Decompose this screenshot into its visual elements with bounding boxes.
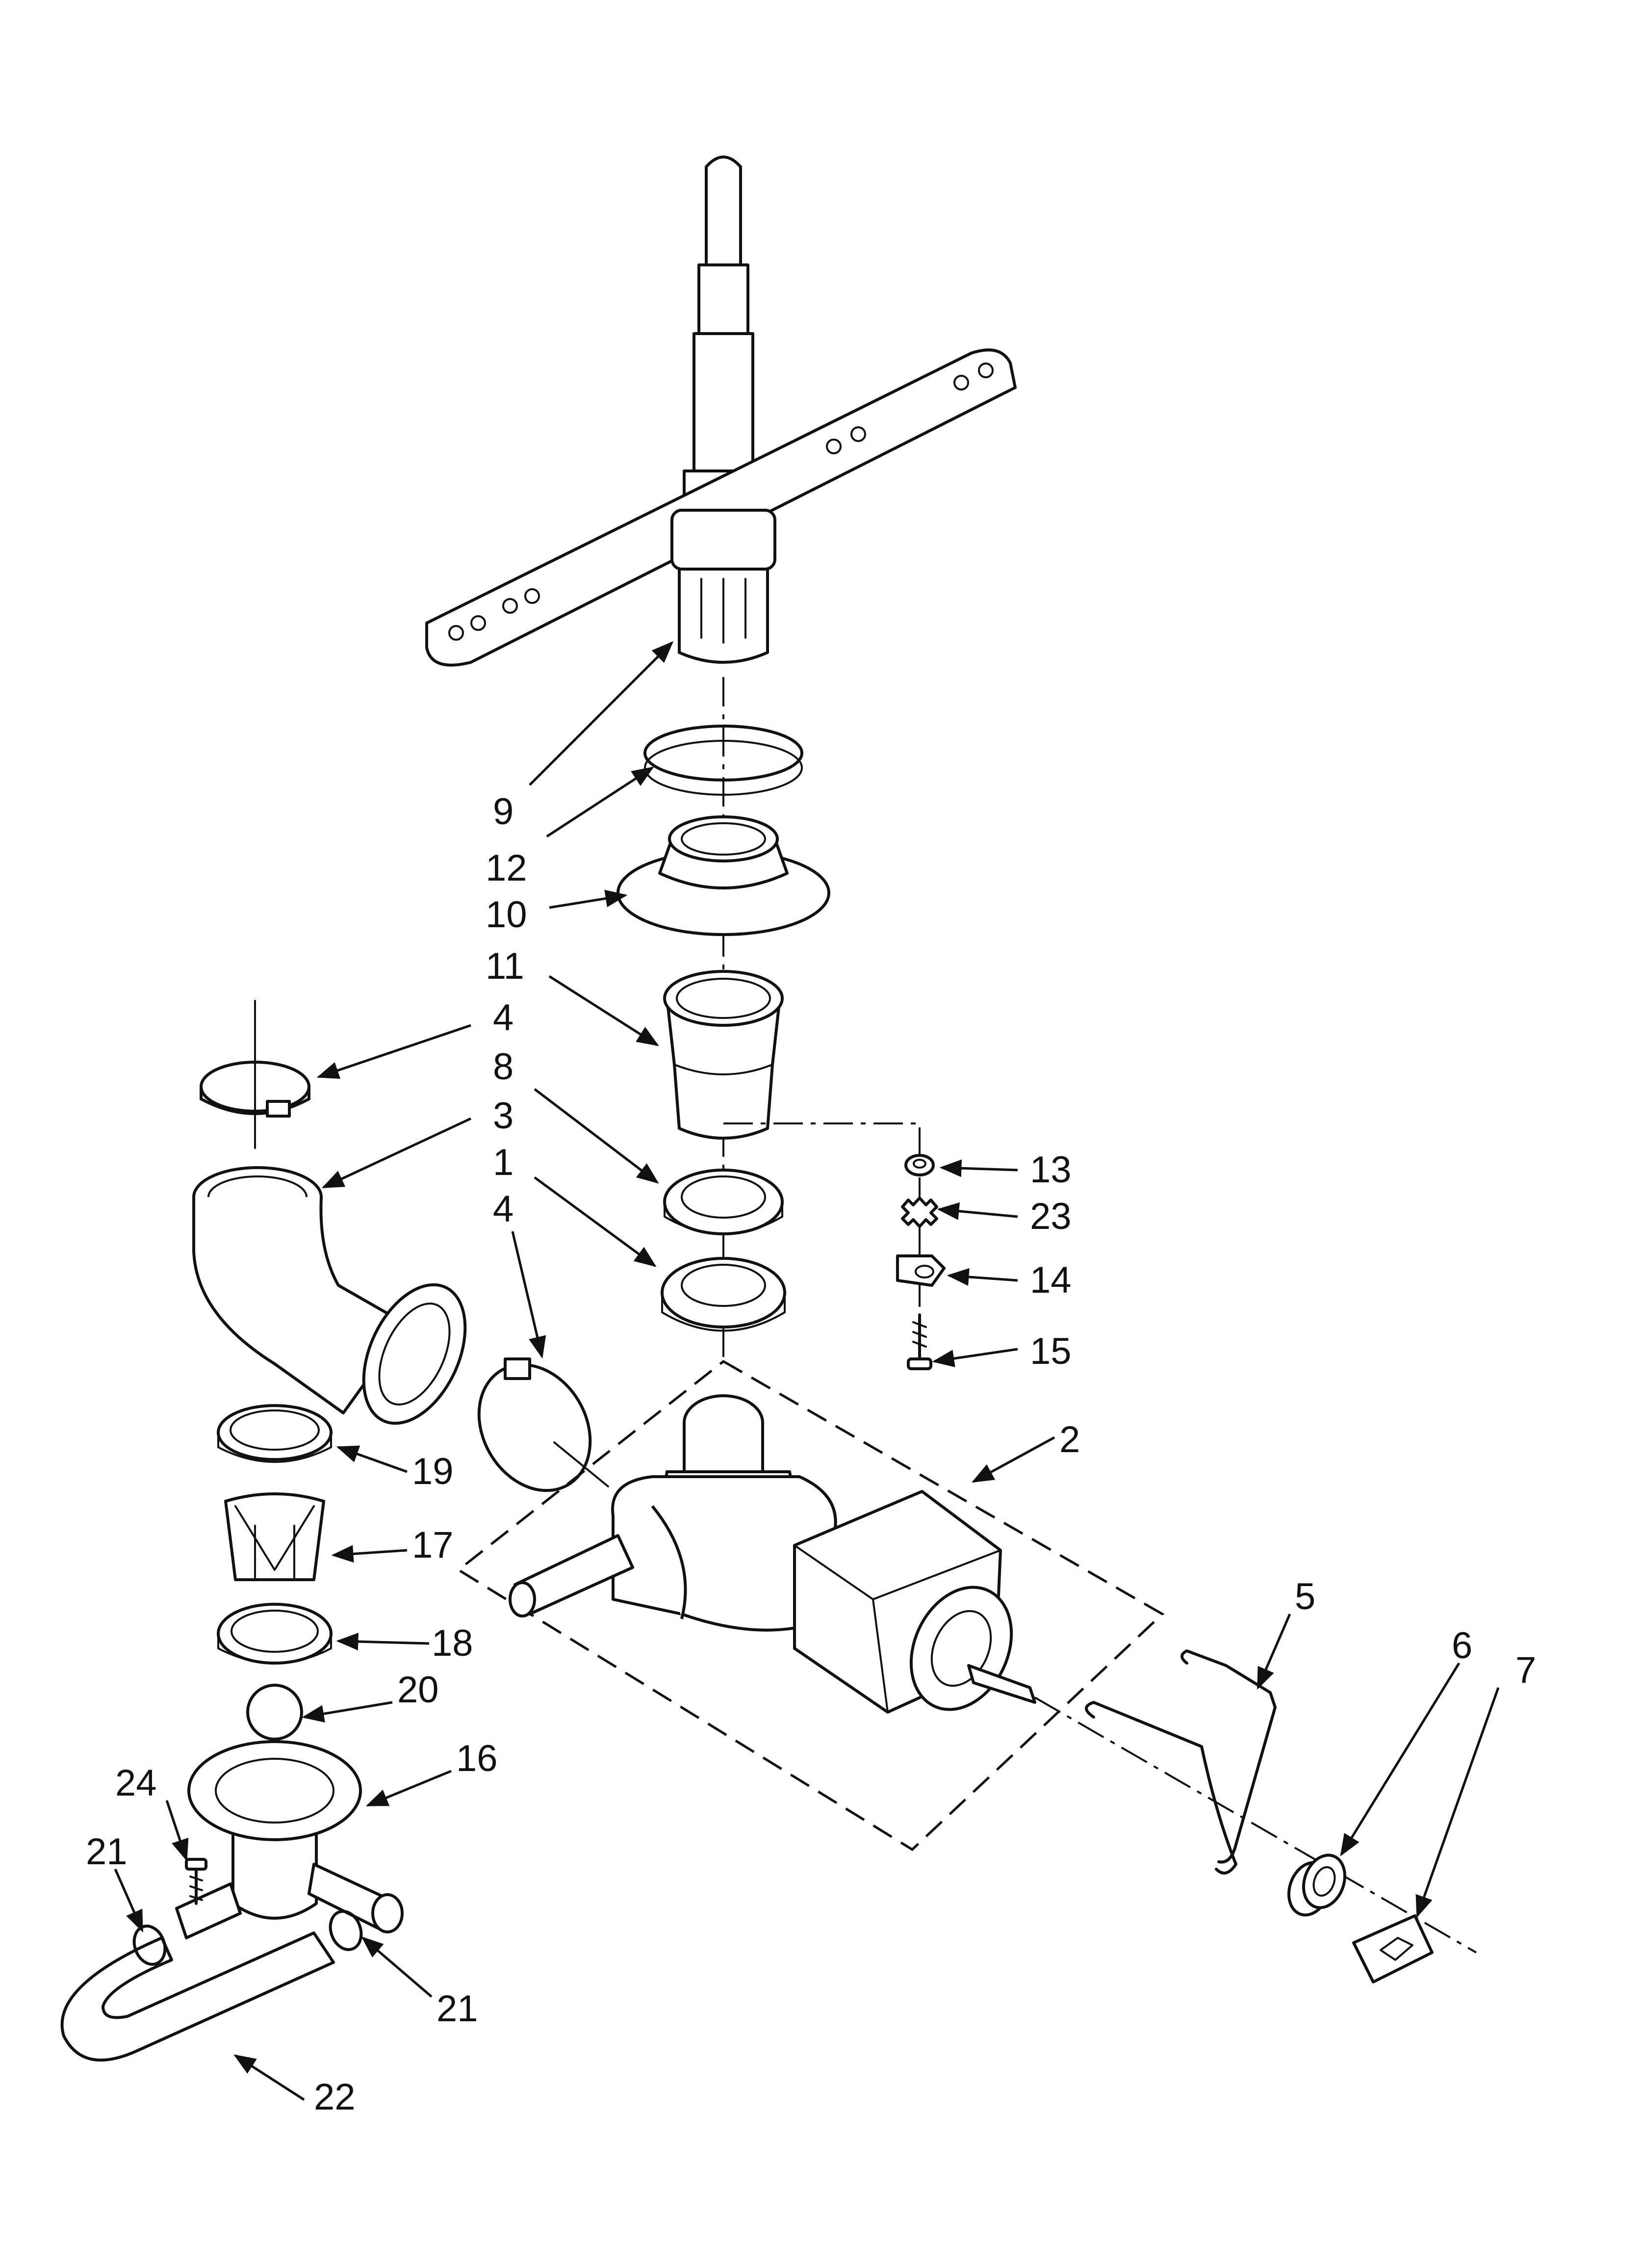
wire-bracket-part-5 <box>1085 1649 1277 1875</box>
filter-part-17 <box>224 1492 325 1581</box>
sleeve-part-11 <box>663 970 784 1140</box>
callout-6: 6 <box>1452 1625 1472 1667</box>
cap-part-10 <box>616 815 830 936</box>
pump-motor-assembly-part-2 <box>456 1359 1477 1954</box>
ring-part-8 <box>663 1169 784 1235</box>
callout-5: 5 <box>1295 1576 1315 1617</box>
callout-13: 13 <box>1030 1149 1072 1191</box>
callout-23: 23 <box>1030 1196 1072 1237</box>
callout-15: 15 <box>1030 1330 1072 1372</box>
fastener-group <box>723 1122 946 1370</box>
callout-12: 12 <box>486 847 527 889</box>
callout-1: 1 <box>493 1142 513 1183</box>
callout-labels: 9 12 10 11 4 8 3 1 4 13 23 14 15 2 19 17… <box>86 791 1536 2118</box>
housing-part-16 <box>175 1740 404 1939</box>
ring-part-18 <box>217 1603 333 1665</box>
callout-4-top: 4 <box>493 997 513 1039</box>
callout-8: 8 <box>493 1046 513 1088</box>
callout-2: 2 <box>1059 1419 1080 1460</box>
callout-19: 19 <box>412 1451 454 1492</box>
callout-22: 22 <box>314 2076 356 2118</box>
seal-part-1 <box>661 1257 786 1332</box>
callout-17: 17 <box>412 1524 454 1566</box>
callout-3: 3 <box>493 1095 513 1137</box>
leader-lines <box>114 641 1500 2101</box>
callout-16: 16 <box>456 1738 498 1779</box>
callout-4-middle: 4 <box>493 1188 513 1230</box>
screw-part-24 <box>185 1858 207 1905</box>
spray-arm-part-9 <box>425 156 1017 667</box>
callout-21-left: 21 <box>86 1831 128 1873</box>
callout-7: 7 <box>1515 1649 1536 1691</box>
callout-18: 18 <box>432 1622 473 1664</box>
callout-21-right: 21 <box>436 1988 478 2030</box>
ring-part-19 <box>217 1404 333 1463</box>
drain-hose-part-22 <box>60 1910 363 2062</box>
callout-9: 9 <box>493 791 513 833</box>
callout-14: 14 <box>1030 1259 1072 1301</box>
callout-10: 10 <box>486 894 527 936</box>
ball-part-20 <box>246 1684 303 1741</box>
plate-part-7 <box>1352 1914 1434 1983</box>
hose-clamp-part-4-top <box>200 1000 310 1149</box>
callout-20: 20 <box>397 1669 439 1711</box>
hose-clamp-part-4-middle <box>477 1357 609 1492</box>
callout-24: 24 <box>115 1762 157 1804</box>
grommet-part-6 <box>1287 1853 1347 1917</box>
callout-11: 11 <box>486 945 524 987</box>
elbow-hose-part-3 <box>192 1166 467 1425</box>
